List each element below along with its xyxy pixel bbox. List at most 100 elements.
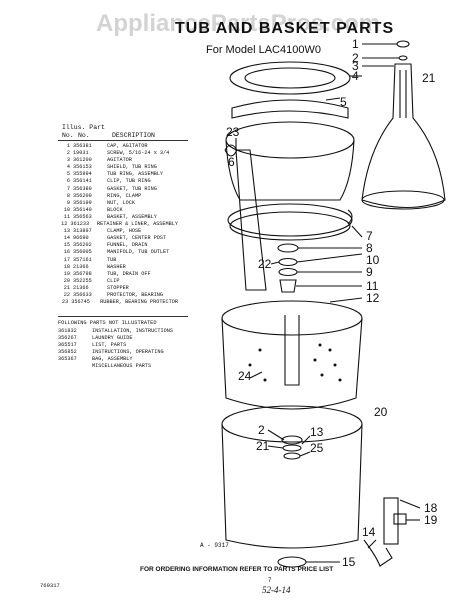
illus-number: 20 <box>63 277 70 284</box>
part-number: 356380 <box>73 185 92 192</box>
model-subtitle: For Model LAC4100W0 <box>206 44 321 56</box>
callout-13: 13 <box>310 425 324 439</box>
basket <box>221 317 363 410</box>
part-number: 355994 <box>73 171 92 178</box>
tub-ring-clip <box>224 144 238 157</box>
not-illustrated-row: 361832 INSTALLATION, INSTRUCTIONS <box>58 328 178 335</box>
part-description: RUBBER, BEARING PROTECTOR <box>100 299 178 306</box>
illus-number: 15 <box>63 242 70 249</box>
illus-number: 23 <box>61 299 69 306</box>
illus-number: 22 <box>63 291 70 298</box>
part-description: FUNNEL, DRAIN <box>107 242 148 249</box>
tub-ring <box>231 99 349 119</box>
part-description: STOPPER <box>107 284 129 291</box>
agitator <box>361 63 446 209</box>
part-number: 361233 <box>70 221 90 228</box>
part-number: 356633 <box>73 291 92 298</box>
part-number: 356381 <box>73 143 92 149</box>
illus-number: 10 <box>63 206 70 213</box>
part-description: TUB RING, ASSEMBLY <box>107 171 164 178</box>
callout-8: 8 <box>366 241 373 255</box>
part-number: 356798 <box>73 270 92 277</box>
part-description: GASKET, TUB RING <box>107 185 157 192</box>
callout-12: 12 <box>366 291 380 305</box>
callout-2-lower: 2 <box>258 423 265 437</box>
part-description: WASHER <box>107 263 126 270</box>
part-number: 361832 <box>58 328 77 334</box>
callout-11: 11 <box>366 279 379 293</box>
page-title: TUB AND BASKET PARTS <box>175 20 395 37</box>
agitator-cap <box>396 40 410 48</box>
part-number: 356563 <box>73 213 92 220</box>
part-number: 356141 <box>73 178 92 185</box>
part-description: MISCELLANEOUS PARTS <box>92 363 152 370</box>
drain-stopper <box>363 539 393 567</box>
part-description: INSTALLATION, INSTRUCTIONS <box>92 328 173 334</box>
part-number: 356202 <box>73 242 92 249</box>
part-number: 361200 <box>73 157 92 164</box>
part-number: 356005 <box>73 249 92 256</box>
illus-number: 5 <box>66 171 70 178</box>
drain-manifold <box>383 497 399 545</box>
tub <box>221 423 363 549</box>
list-rule <box>58 316 188 317</box>
illus-number: 7 <box>66 185 70 192</box>
part-number: 21366 <box>73 263 89 270</box>
ordering-footer: FOR ORDERING INFORMATION REFER TO PARTS … <box>140 566 334 573</box>
block <box>278 257 298 267</box>
part-description: NUT, LOCK <box>107 199 136 206</box>
part-number: 356745 <box>71 299 90 306</box>
part-number: 356140 <box>73 206 92 213</box>
illus-number: 4 <box>66 164 70 171</box>
sheet-stamp: 769317 <box>40 582 60 589</box>
part-description: TUB, DRAIN OFF <box>107 270 151 277</box>
part-description: BLOCK <box>107 206 123 213</box>
illus-number: 18 <box>63 263 70 270</box>
column-header-illus: Illus. Part <box>62 124 105 131</box>
basket-rim <box>221 300 363 336</box>
part-number: 356199 <box>73 199 92 206</box>
illus-number: 14 <box>63 235 70 242</box>
callout-21-top: 21 <box>422 71 436 85</box>
watermark: AppliancePartsPros.com <box>96 10 381 37</box>
callout-19: 19 <box>424 513 438 527</box>
column-header-description: DESCRIPTION <box>112 132 155 139</box>
part-number: 365517 <box>58 342 77 349</box>
part-number: 356267 <box>58 335 77 342</box>
part-description: SCREW, 5/16-24 x 3/4 <box>107 150 170 157</box>
tub-ring-shield <box>229 61 351 95</box>
callout-25: 25 <box>310 441 324 455</box>
part-description: AGITATOR <box>107 157 132 164</box>
part-number: 313897 <box>73 228 92 235</box>
illus-number: 12 <box>61 221 68 228</box>
part-description: SHIELD, TUB RING <box>107 164 157 171</box>
ring-clamp <box>347 209 353 225</box>
header-rule <box>58 140 188 141</box>
callout-21-lower: 21 <box>256 439 270 453</box>
part-number: 19031 <box>73 150 89 157</box>
callout-22: 22 <box>258 257 272 271</box>
illus-number: 1 <box>66 143 70 149</box>
handwritten-note: 52-4-14 <box>262 585 291 595</box>
callout-24: 24 <box>238 369 252 383</box>
part-description: CLAMP, HOSE <box>107 228 142 235</box>
part-description: BASKET, ASSEMBLY <box>107 213 157 220</box>
part-number: 357161 <box>73 256 92 263</box>
